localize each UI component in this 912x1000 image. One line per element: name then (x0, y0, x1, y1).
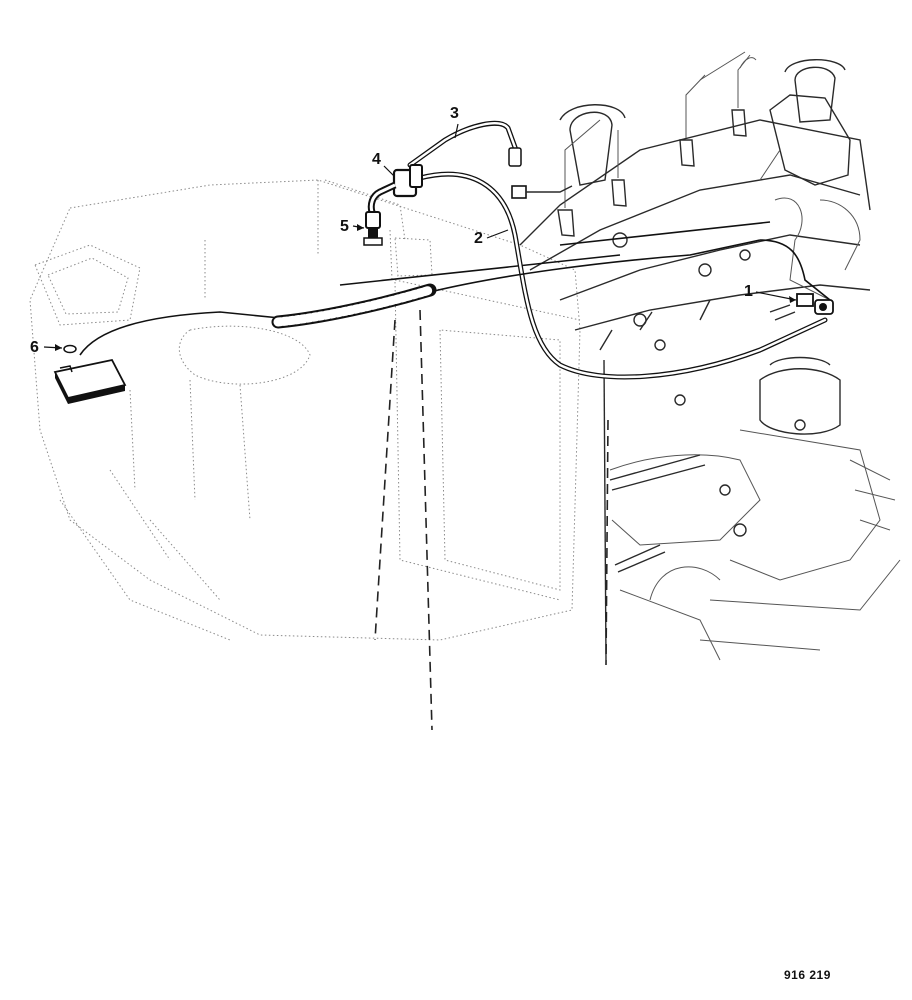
callout-label-3: 3 (450, 105, 459, 122)
gauge-6 (53, 344, 127, 404)
fitting-1 (769, 293, 834, 321)
engine-block (519, 51, 901, 661)
callout-3: 3 (450, 105, 459, 139)
callout-label-5: 5 (340, 218, 349, 235)
callout-1: 1 (744, 283, 797, 303)
callout-6: 6 (30, 339, 63, 356)
callout-label-6: 6 (30, 339, 39, 356)
machine-body-outline (29, 179, 581, 641)
callout-2: 2 (474, 229, 509, 247)
callout-label-2: 2 (474, 230, 483, 247)
figure-number: 916 219 (784, 968, 831, 982)
callout-5: 5 (340, 218, 365, 235)
rod-line (559, 221, 771, 246)
alignment-lines (374, 309, 609, 731)
rod-line-lower (339, 254, 621, 286)
pipe-3 (407, 120, 522, 168)
callout-4: 4 (372, 151, 395, 177)
valve-4 (367, 164, 423, 213)
adapter-5 (363, 211, 383, 246)
sender-cable (79, 239, 831, 356)
pipe-2 (417, 171, 828, 380)
callout-label-1: 1 (744, 283, 753, 300)
tee-fitting (511, 185, 573, 199)
callout-label-4: 4 (372, 151, 381, 168)
